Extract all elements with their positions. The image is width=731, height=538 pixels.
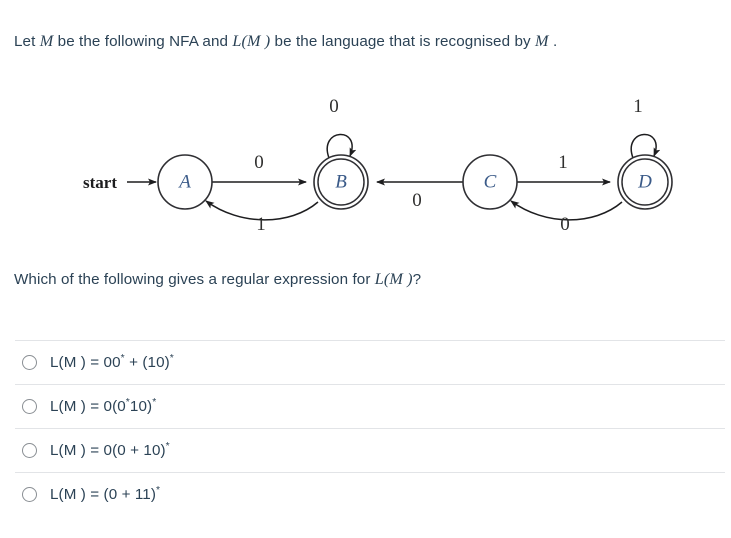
edge-label-b-self: 0 (329, 96, 339, 117)
option-1-mid: + (10) (124, 354, 170, 371)
state-a-circle (157, 154, 213, 210)
state-b-circle-outer (313, 154, 369, 210)
option-2-star1: * (125, 396, 130, 408)
option-2-mid: 10) (129, 398, 153, 415)
state-node-b: B (313, 154, 369, 210)
edge-d-to-c (510, 200, 623, 221)
question-var-lm: L(M ) (374, 270, 413, 288)
state-c-circle (462, 154, 518, 210)
question-text-part1: Which of the following gives a regular e… (14, 271, 375, 288)
state-b-circle-inner (317, 158, 365, 206)
intro-var-m2: M (535, 32, 549, 50)
option-1-prefix: L(M ) = 00 (50, 354, 121, 371)
option-label-4: L(M ) = (0 + 11)* (50, 484, 161, 503)
edge-label-c-to-b: 0 (412, 190, 422, 211)
state-node-c: C (462, 154, 518, 210)
radio-button-3[interactable] (22, 443, 37, 458)
option-4-star1: * (155, 484, 161, 496)
option-row-3[interactable]: L(M ) = 0(0 + 10)* (15, 428, 725, 472)
question-text: Which of the following gives a regular e… (14, 268, 421, 291)
option-3-star1: * (165, 440, 170, 452)
intro-text: Let M be the following NFA and L(M ) be … (14, 30, 557, 53)
automaton-svg: start 0 1 0 0 1 0 1 A B (83, 96, 673, 235)
intro-text-part4: . (548, 33, 558, 50)
option-row-4[interactable]: L(M ) = (0 + 11)* (15, 472, 725, 516)
intro-text-part3: be the language that is recognised by (270, 33, 536, 50)
option-label-2: L(M ) = 0(0*10)* (50, 396, 157, 415)
start-label: start (83, 173, 117, 192)
option-label-3: L(M ) = 0(0 + 10)* (50, 440, 170, 459)
intro-text-part2: be the following NFA and (53, 33, 233, 50)
state-c-label: C (484, 171, 497, 192)
state-b-label: B (335, 171, 347, 192)
edge-b-to-a (205, 200, 319, 221)
intro-text-part1: Let (14, 33, 40, 50)
state-d-circle-outer (617, 154, 673, 210)
edge-label-d-self: 1 (633, 96, 643, 117)
answer-options-list: L(M ) = 00* + (10)* L(M ) = 0(0*10)* L(M… (0, 340, 731, 516)
edge-label-a-to-b: 0 (254, 152, 264, 173)
option-1-star1: * (120, 352, 125, 364)
radio-button-4[interactable] (22, 487, 37, 502)
radio-button-1[interactable] (22, 355, 37, 370)
nfa-state-diagram: start 0 1 0 0 1 0 1 A B (0, 80, 731, 250)
option-label-1: L(M ) = 00* + (10)* (50, 352, 174, 371)
option-2-star2: * (152, 396, 157, 408)
edge-label-d-to-c: 0 (560, 214, 570, 235)
state-d-circle-inner (621, 158, 669, 206)
edge-d-self-loop (630, 133, 661, 159)
option-2-prefix: L(M ) = 0(0 (50, 398, 126, 415)
state-d-label: D (637, 171, 652, 192)
option-1-star2: * (169, 352, 174, 364)
intro-var-lm: L(M ) (232, 32, 271, 50)
option-3-prefix: L(M ) = 0(0 + 10) (50, 442, 166, 459)
state-node-a: A (157, 154, 213, 210)
option-row-2[interactable]: L(M ) = 0(0*10)* (15, 384, 725, 428)
edge-label-c-to-d: 1 (558, 152, 568, 173)
option-4-prefix: L(M ) = (0 + 11) (50, 486, 156, 503)
intro-var-m1: M (39, 32, 54, 50)
edge-b-self-loop (326, 133, 357, 159)
option-row-1[interactable]: L(M ) = 00* + (10)* (15, 340, 725, 384)
state-node-d: D (617, 154, 673, 210)
radio-button-2[interactable] (22, 399, 37, 414)
question-text-part2: ? (412, 271, 422, 288)
edge-label-b-to-a: 1 (256, 214, 266, 235)
state-a-label: A (177, 171, 191, 192)
